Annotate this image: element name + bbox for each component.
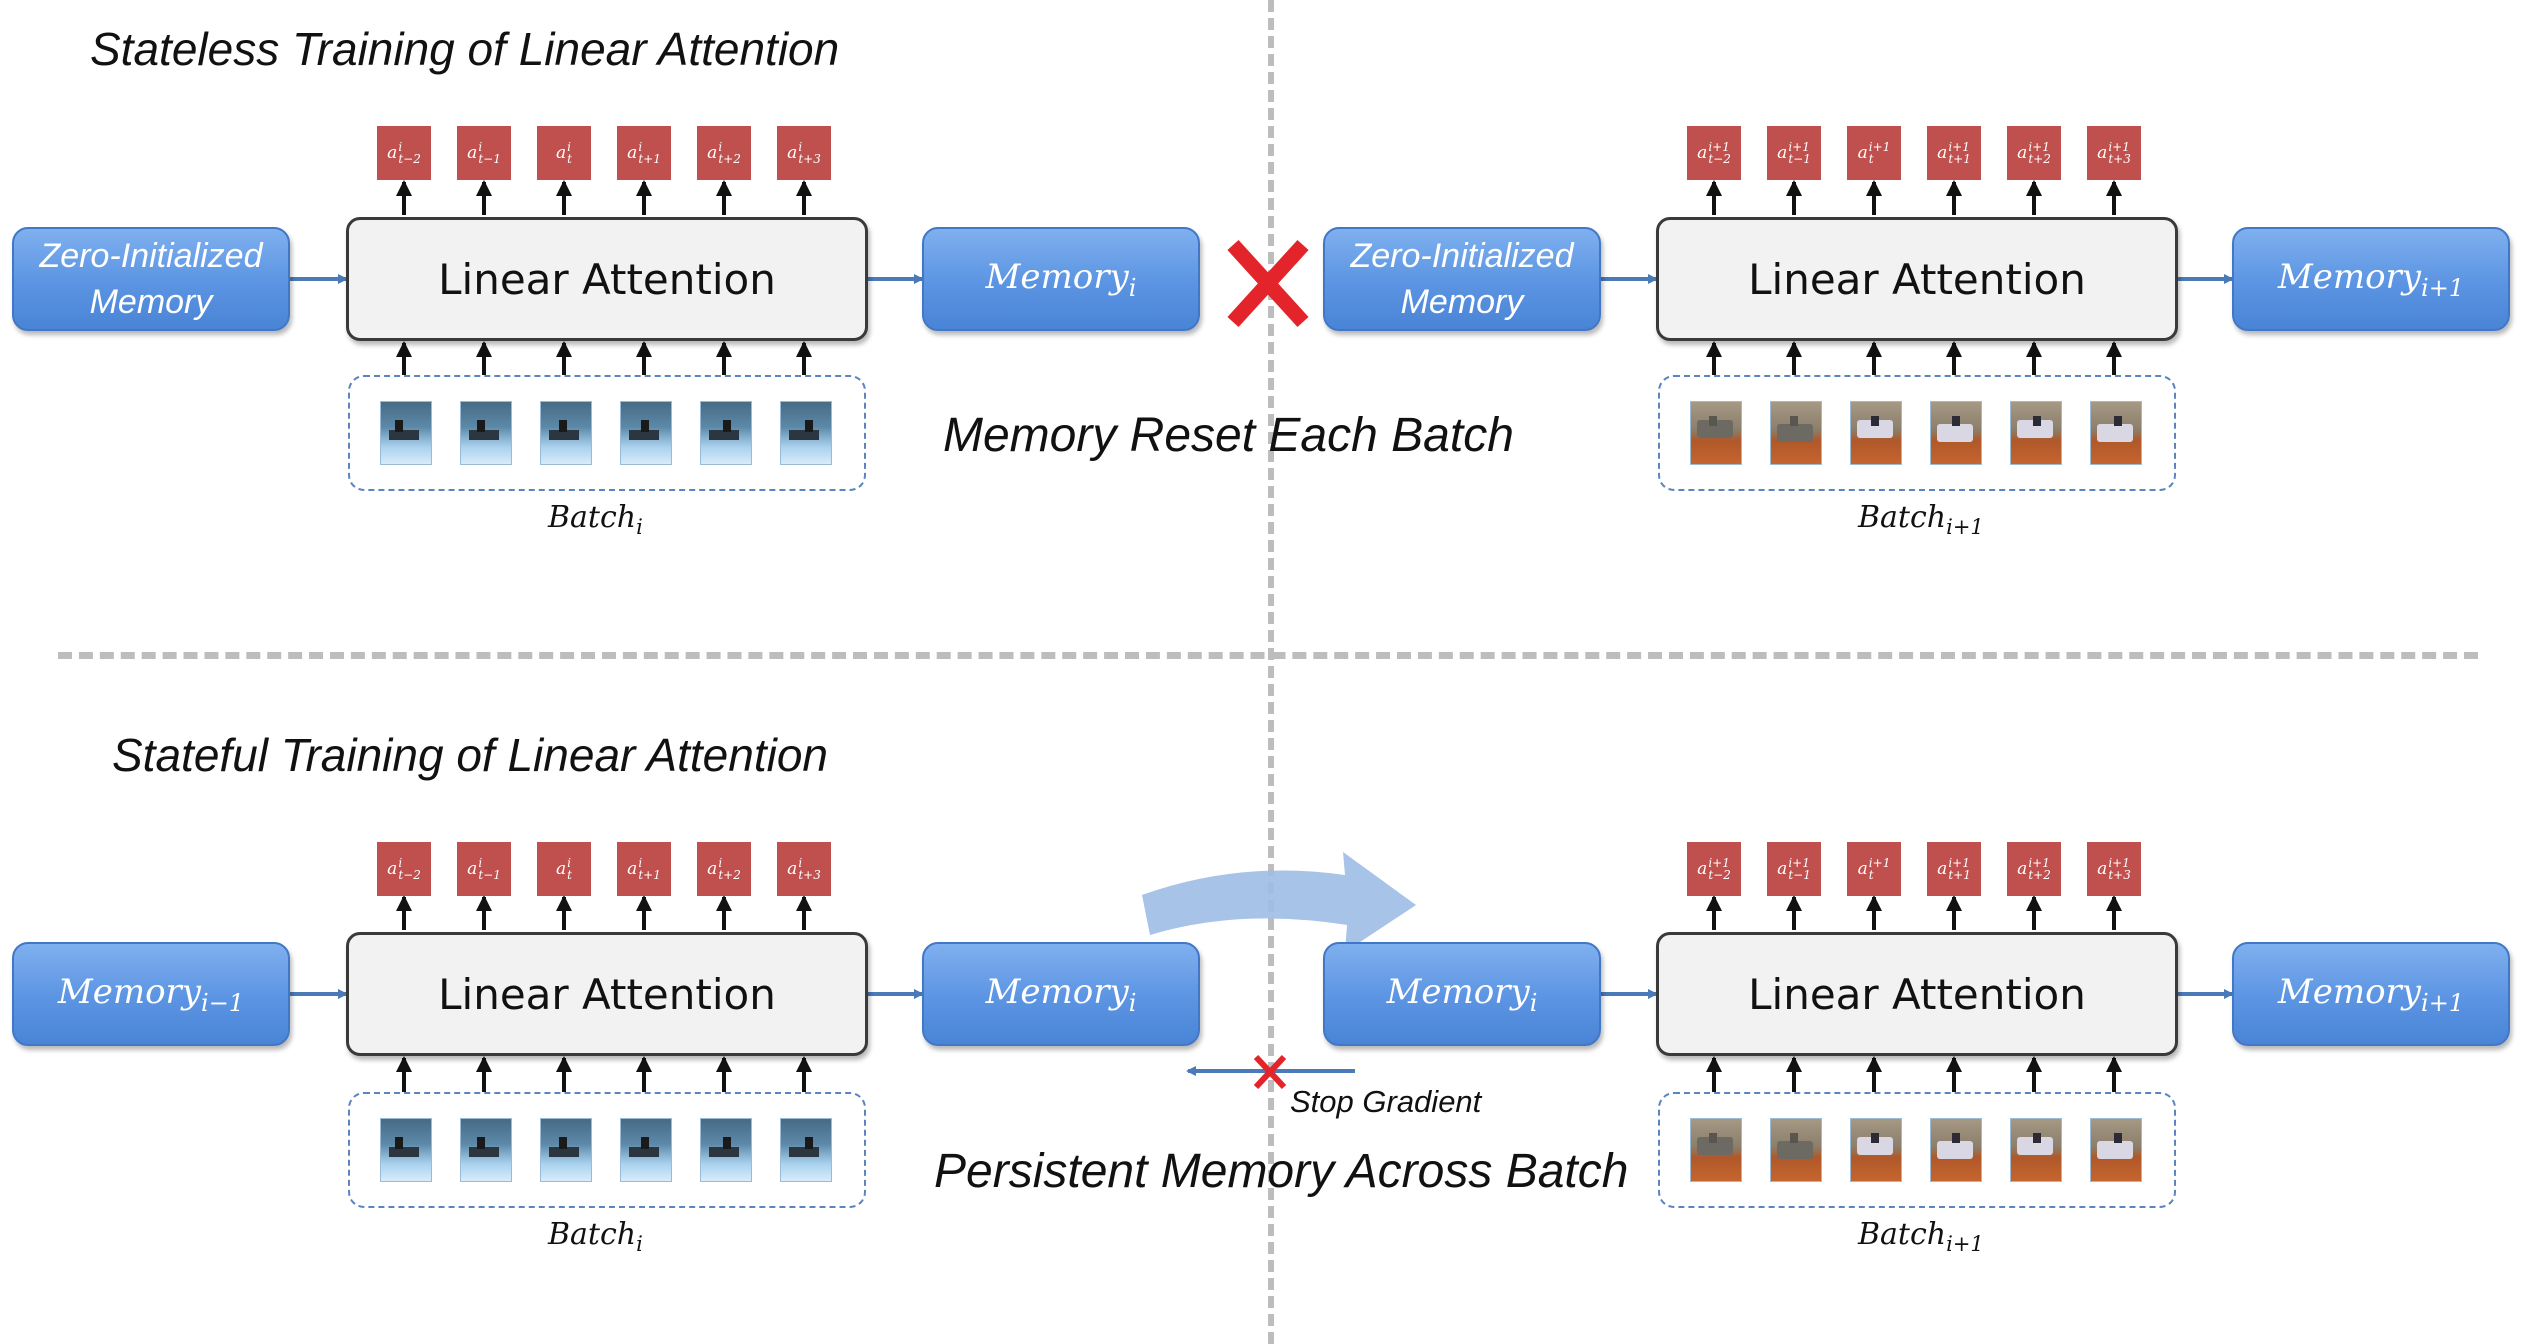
model-label: Linear Attention [1748, 254, 2086, 304]
observation-frame [1850, 1118, 1902, 1182]
observation-frame [460, 401, 512, 465]
observation-frame [700, 401, 752, 465]
observation-frame [700, 1118, 752, 1182]
observation-frame [2010, 1118, 2062, 1182]
input-memory-box: Memoryi [1323, 942, 1601, 1046]
linear-attention-block: Linear Attention [1656, 932, 2178, 1056]
observation-frame [2090, 401, 2142, 465]
stop-gradient-cross-icon [1253, 1054, 1287, 1090]
memory-label: Memoryi−1 [57, 971, 245, 1017]
zero-initialized-memory-box: Zero-Initialized Memory [12, 227, 290, 331]
model-label: Linear Attention [438, 254, 776, 304]
batch-label: Batchi+1 [1858, 500, 1984, 539]
observation-frame [1770, 401, 1822, 465]
input-memory-box: Memoryi−1 [12, 942, 290, 1046]
observation-frame [540, 1118, 592, 1182]
observation-frame [1850, 401, 1902, 465]
zero-initialized-memory-box: Zero-Initialized Memory [1323, 227, 1601, 331]
output-memory-box: Memoryi [922, 227, 1200, 331]
memory-label: Memoryi [985, 256, 1137, 302]
observation-frame [460, 1118, 512, 1182]
memory-label: Memoryi [985, 971, 1137, 1017]
bottom-panel-title: Stateful Training of Linear Attention [112, 729, 828, 781]
linear-attention-block: Linear Attention [346, 217, 868, 341]
bottom-panel-caption: Persistent Memory Across Batch [934, 1145, 1629, 1198]
top-panel-caption: Memory Reset Each Batch [943, 409, 1514, 462]
observation-frame [380, 1118, 432, 1182]
observation-frame [1930, 401, 1982, 465]
linear-attention-block: Linear Attention [346, 932, 868, 1056]
model-label: Linear Attention [438, 969, 776, 1019]
batch-label: Batchi [548, 500, 643, 539]
observation-frame [1690, 401, 1742, 465]
model-label: Linear Attention [1748, 969, 2086, 1019]
output-memory-box: Memoryi [922, 942, 1200, 1046]
horizontal-divider [58, 652, 2478, 659]
observation-frame [780, 1118, 832, 1182]
observation-frame [2010, 401, 2062, 465]
memory-label: Memoryi [1386, 971, 1538, 1017]
top-panel-title: Stateless Training of Linear Attention [90, 23, 840, 75]
observation-frame [540, 401, 592, 465]
output-memory-box: Memoryi+1 [2232, 942, 2510, 1046]
stop-gradient-label: Stop Gradient [1290, 1084, 1482, 1119]
batch-frames-box [348, 1092, 866, 1208]
memory-transfer-arrow-icon [1142, 852, 1416, 952]
observation-frame [380, 401, 432, 465]
observation-frame [1930, 1118, 1982, 1182]
memory-label: Zero-Initialized Memory [39, 237, 263, 321]
output-memory-box: Memoryi+1 [2232, 227, 2510, 331]
vertical-divider [1268, 0, 1274, 1344]
observation-frame [1770, 1118, 1822, 1182]
batch-frames-box [348, 375, 866, 491]
observation-frame [1690, 1118, 1742, 1182]
memory-label: Memoryi+1 [2277, 971, 2465, 1017]
observation-frame [2090, 1118, 2142, 1182]
batch-frames-box [1658, 375, 2176, 491]
observation-frame [780, 401, 832, 465]
observation-frame [620, 401, 672, 465]
memory-label: Zero-Initialized Memory [1350, 237, 1574, 321]
linear-attention-block: Linear Attention [1656, 217, 2178, 341]
batch-frames-box [1658, 1092, 2176, 1208]
observation-frame [620, 1118, 672, 1182]
batch-label: Batchi+1 [1858, 1217, 1984, 1256]
batch-label: Batchi [548, 1217, 643, 1256]
memory-label: Memoryi+1 [2277, 256, 2465, 302]
reset-cross-icon [1227, 239, 1309, 328]
